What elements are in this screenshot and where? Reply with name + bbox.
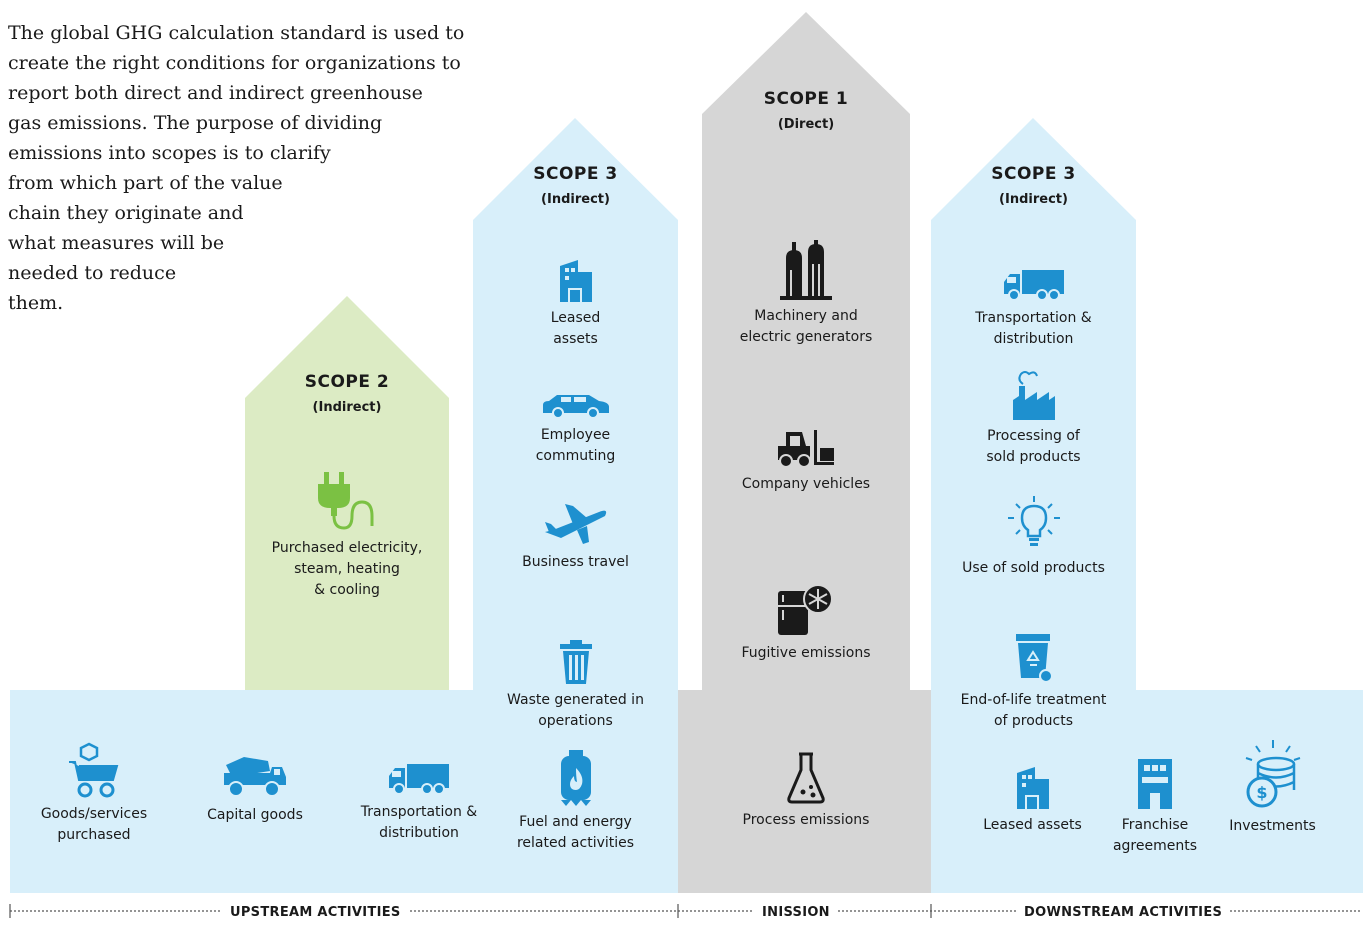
truck-icon <box>1003 270 1064 301</box>
downstream-axis: DOWNSTREAM ACTIVITIES <box>931 896 1363 926</box>
shopping-cart-icon <box>69 742 119 798</box>
scope3-downstream-heading: SCOPE 3 (Indirect) <box>991 164 1076 207</box>
coins-icon: $ <box>1245 740 1300 808</box>
lightbulb-icon <box>1007 496 1060 546</box>
svg-text:$: $ <box>1256 783 1267 802</box>
upstream-axis: UPSTREAM ACTIVITIES <box>10 896 678 926</box>
truck-icon <box>389 764 449 795</box>
scope3-down-item-processing: Processing of sold products <box>931 370 1136 468</box>
airplane-icon <box>544 504 606 544</box>
upstream-axis-label: UPSTREAM ACTIVITIES <box>222 905 409 920</box>
scope1-item-process-emissions: Process emissions <box>702 752 910 831</box>
factory-silos-icon <box>780 240 832 300</box>
upstream-item-capital-goods: Capital goods <box>190 755 320 826</box>
center-axis: INISSION <box>678 896 931 926</box>
downstream-item-investments: $ Investments <box>1215 740 1330 837</box>
scope3-item-fuel-energy: Fuel and energy related activities <box>473 750 678 854</box>
factory-icon <box>1012 371 1055 420</box>
scope2-item-purchased-electricity: Purchased electricity, steam, heating & … <box>245 470 449 601</box>
car-icon <box>542 395 609 419</box>
scope1-item-machinery: Machinery and electric generators <box>702 240 910 348</box>
downstream-axis-label: DOWNSTREAM ACTIVITIES <box>1016 905 1231 920</box>
refrigerator-icon <box>778 584 833 635</box>
upstream-item-transportation: Transportation & distribution <box>344 762 494 844</box>
dump-truck-icon <box>224 757 286 797</box>
franchise-store-icon <box>1138 759 1172 809</box>
scope3-upstream-heading: SCOPE 3 (Indirect) <box>533 164 618 207</box>
scope3-down-item-end-of-life: End-of-life treatment of products <box>931 632 1136 732</box>
recycle-bin-icon <box>1015 634 1053 683</box>
scope2-heading: SCOPE 2 (Indirect) <box>304 372 390 415</box>
scope1-item-fugitive-emissions: Fugitive emissions <box>702 583 910 664</box>
scope3-item-waste: Waste generated in operations <box>473 640 678 732</box>
gas-cylinder-icon <box>560 750 591 806</box>
plug-icon <box>318 472 374 530</box>
scope3-down-item-use-of-products: Use of sold products <box>931 496 1136 579</box>
scope3-item-business-travel: Business travel <box>473 502 678 573</box>
flask-icon <box>787 752 825 804</box>
intro-text: The global GHG calculation standard is u… <box>8 22 465 314</box>
downstream-item-leased-assets: Leased assets <box>970 765 1095 836</box>
forklift-icon <box>778 430 834 468</box>
scope1-item-company-vehicles: Company vehicles <box>702 428 910 495</box>
scope3-item-leased-assets: Leased assets <box>473 258 678 350</box>
scope3-down-item-transportation: Transportation & distribution <box>931 268 1136 350</box>
downstream-item-franchise: Franchise agreements <box>1100 757 1210 857</box>
upstream-item-goods-services: Goods/services purchased <box>14 742 174 846</box>
scope3-item-employee-commuting: Employee commuting <box>473 393 678 467</box>
scope1-heading: SCOPE 1 (Direct) <box>763 89 849 132</box>
trash-bin-icon <box>559 640 592 684</box>
building-icon <box>1016 767 1049 809</box>
center-axis-label: INISSION <box>754 905 838 920</box>
building-icon <box>559 260 592 302</box>
